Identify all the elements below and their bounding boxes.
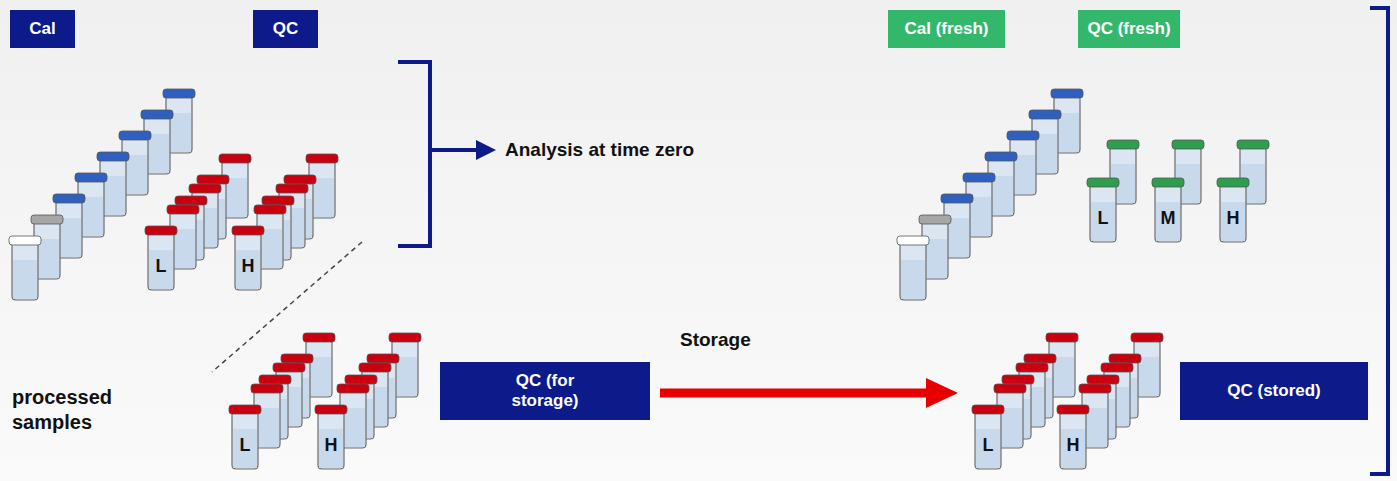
label-box: Cal (fresh) (888, 10, 1005, 48)
vial (897, 236, 929, 300)
box-label: QC (for storage) (480, 371, 610, 410)
box-label: Cal (fresh) (904, 19, 988, 39)
box-label: Cal (29, 19, 55, 39)
vial (1057, 405, 1089, 469)
vial-level: L (240, 434, 251, 457)
storage-arrow (660, 389, 930, 398)
storage-arrowhead (926, 378, 958, 408)
vial (1217, 178, 1249, 242)
vial-level: M (1161, 207, 1176, 230)
vial (9, 236, 41, 300)
box-label: QC (273, 19, 299, 39)
vial-level: H (242, 255, 255, 278)
label-box: QC (stored) (1180, 362, 1368, 420)
annotation: processed samples (12, 385, 162, 435)
label-box: Cal (10, 10, 75, 48)
box-label: QC (stored) (1227, 381, 1321, 401)
vial (315, 405, 347, 469)
vial-level: L (983, 434, 994, 457)
vial-level: H (325, 434, 338, 457)
label-box: QC (253, 10, 318, 48)
vial (145, 226, 177, 290)
vial (229, 405, 261, 469)
label-box: QC (fresh) (1078, 10, 1180, 48)
annotation: Storage (680, 328, 751, 352)
annotation: Analysis at time zero (505, 138, 694, 162)
bracket (398, 62, 430, 246)
bracket (1370, 8, 1388, 474)
vial-level: H (1067, 434, 1080, 457)
label-box: QC (for storage) (440, 362, 650, 420)
vial (1087, 178, 1119, 242)
vial-level: L (1098, 207, 1109, 230)
arrow (430, 148, 492, 152)
vial-level: H (1227, 207, 1240, 230)
vial (972, 405, 1004, 469)
vial (232, 226, 264, 290)
box-label: QC (fresh) (1087, 19, 1170, 39)
vial-level: L (156, 255, 167, 278)
vial (1152, 178, 1184, 242)
